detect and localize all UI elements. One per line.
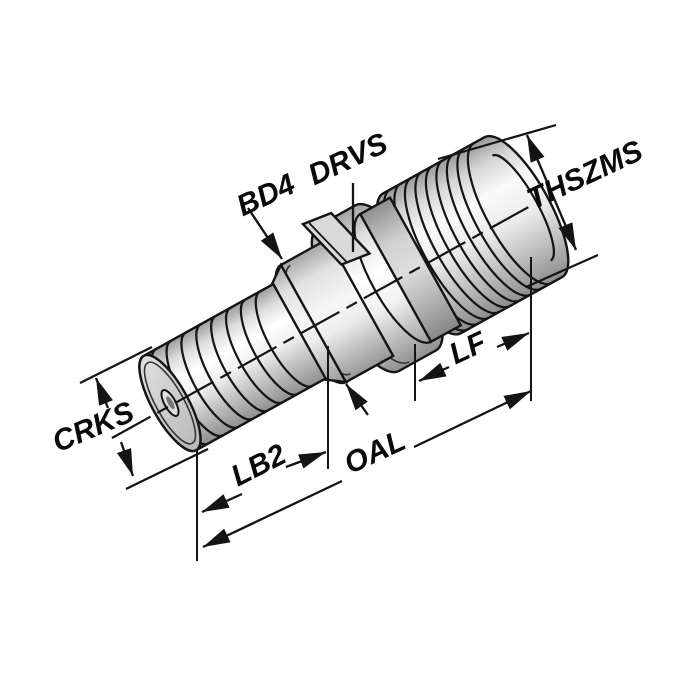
flange-groove-ring xyxy=(353,195,463,344)
center-hole-bore xyxy=(166,396,175,410)
tool-shank-body xyxy=(138,134,570,453)
centerline xyxy=(111,203,535,439)
